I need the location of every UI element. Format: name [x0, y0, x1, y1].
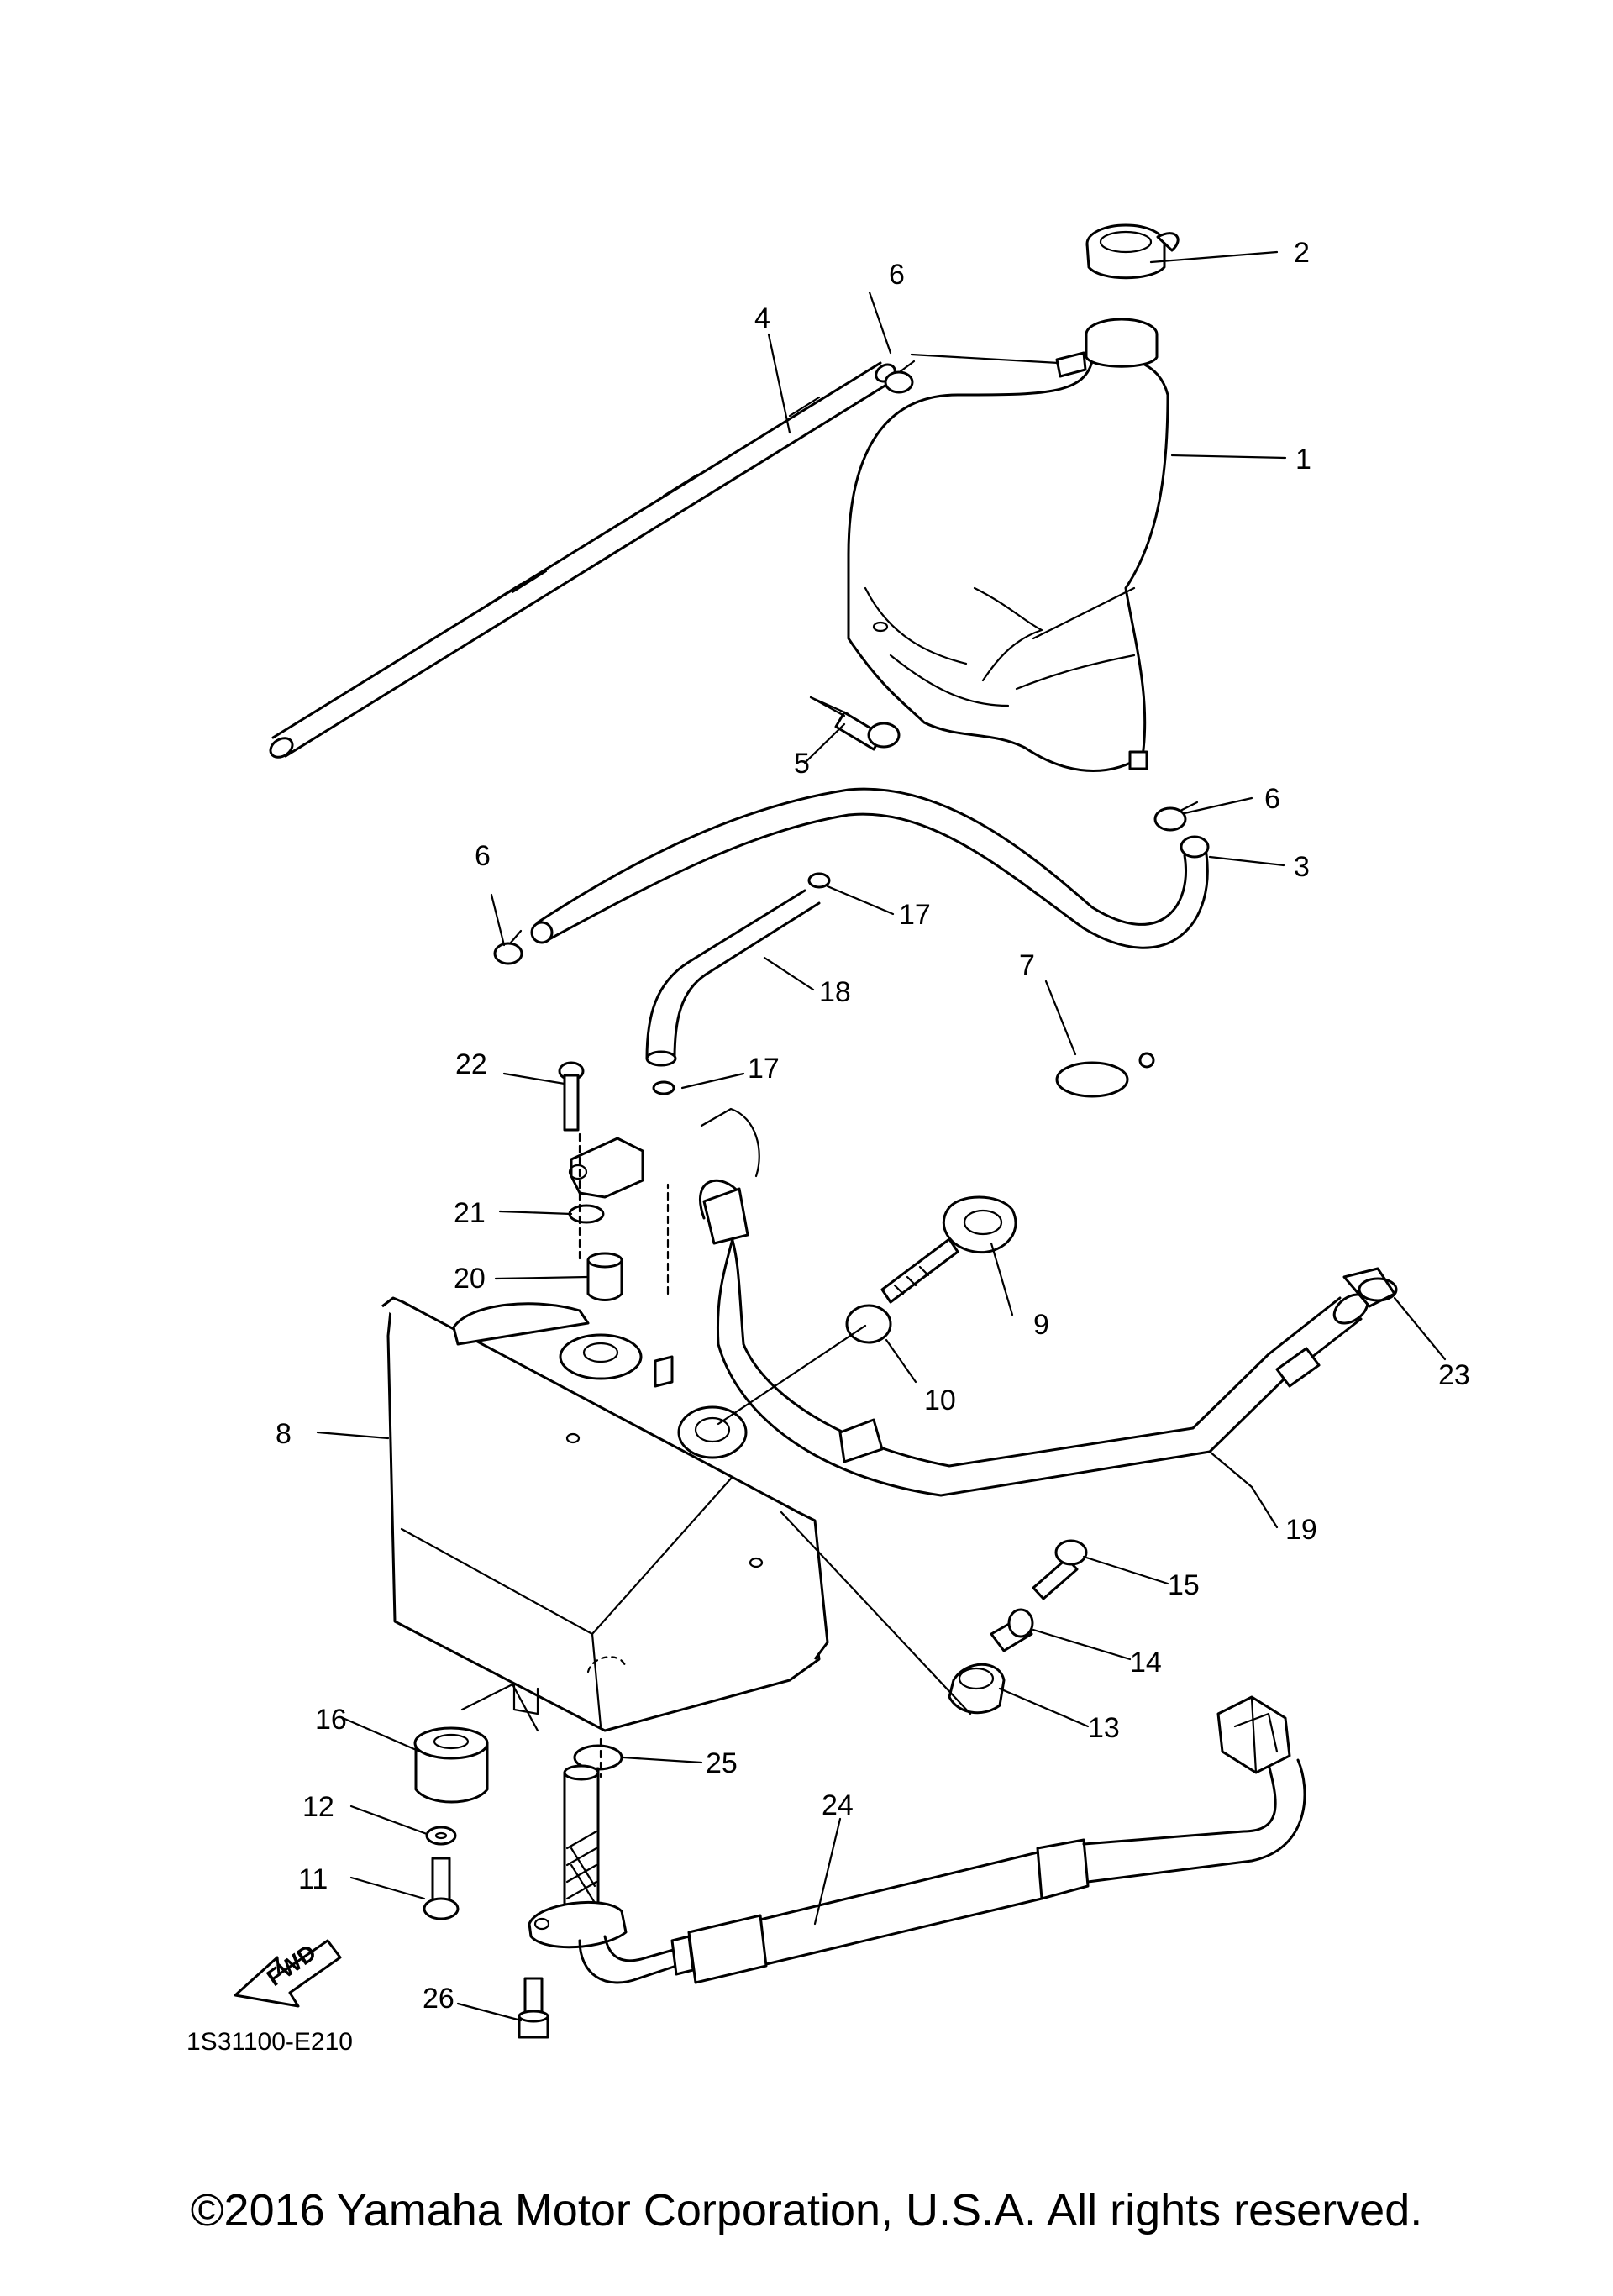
vent-hose: [269, 361, 896, 759]
callout-26: 26: [423, 1983, 454, 2015]
callout-11: 11: [298, 1863, 328, 1895]
callout-9: 9: [1033, 1309, 1049, 1341]
washer-12: [425, 1826, 457, 1846]
callout-19: 19: [1285, 1514, 1317, 1546]
grommet-13: [948, 1663, 1006, 1715]
callout-7: 7: [1019, 949, 1035, 981]
callout-17-bottom: 17: [748, 1053, 780, 1085]
reference-code: 1S31100-E210: [187, 2028, 353, 2056]
bolt-26: [518, 1977, 549, 2039]
callout-8: 8: [276, 1418, 292, 1450]
clamp-17-top: [807, 872, 831, 889]
callout-24: 24: [822, 1789, 854, 1821]
hose-19: [698, 1107, 1369, 1497]
callout-22: 22: [455, 1048, 487, 1080]
callout-6-left: 6: [475, 840, 491, 872]
callout-2: 2: [1294, 237, 1310, 269]
callout-14: 14: [1130, 1647, 1162, 1679]
clamp-6-left: [493, 929, 523, 965]
callout-1: 1: [1295, 444, 1311, 475]
bracket: [568, 1137, 644, 1199]
callout-12: 12: [302, 1791, 334, 1823]
fwd-arrow-icon: FWD: [234, 1939, 342, 2008]
collar-14: [990, 1608, 1034, 1652]
bolt-5: [809, 696, 901, 751]
bolt-15: [1032, 1539, 1088, 1600]
washer-21: [568, 1204, 605, 1224]
callout-6-right: 6: [1264, 783, 1280, 815]
callout-23: 23: [1438, 1359, 1470, 1391]
clamp-6-right: [1153, 801, 1199, 832]
callout-5: 5: [794, 748, 810, 780]
callout-15: 15: [1168, 1569, 1200, 1601]
callout-6-top: 6: [889, 259, 905, 291]
clamp-23: [1342, 1267, 1398, 1308]
clamp-6-top: [884, 360, 916, 394]
hose-clip-7: [1055, 1052, 1155, 1098]
callout-17-top: 17: [899, 899, 931, 931]
o-ring-10: [845, 1304, 892, 1344]
reservoir-tank: [847, 318, 1169, 772]
copyright-notice: ©2016 Yamaha Motor Corporation, U.S.A. A…: [190, 2185, 1423, 2236]
reservoir-cap: [1085, 223, 1180, 280]
callout-25: 25: [706, 1747, 738, 1779]
collar-20: [586, 1252, 623, 1301]
callout-3: 3: [1294, 851, 1310, 883]
hose-18: [645, 889, 821, 1067]
dipstick-9: [880, 1195, 1017, 1304]
bolt-11: [423, 1857, 460, 1920]
callout-18: 18: [819, 976, 851, 1008]
plug-16: [413, 1726, 489, 1804]
oil-tank: [381, 1296, 829, 1732]
callout-13: 13: [1088, 1712, 1120, 1744]
callout-20: 20: [454, 1263, 486, 1295]
clamp-17-bottom: [652, 1080, 675, 1095]
bolt-22: [558, 1061, 585, 1132]
callout-16: 16: [315, 1704, 347, 1736]
oil-pipe-24: [528, 1695, 1306, 1984]
callout-4: 4: [754, 302, 770, 334]
leader-lines: [316, 250, 1447, 2022]
drain-hose: [530, 787, 1210, 949]
callout-numbers: 2 1 3 4 5 6 6 6 7 8 9 10 11 12 13 14 15 …: [276, 237, 1470, 2015]
callout-10: 10: [924, 1384, 956, 1416]
callout-21: 21: [454, 1197, 486, 1229]
